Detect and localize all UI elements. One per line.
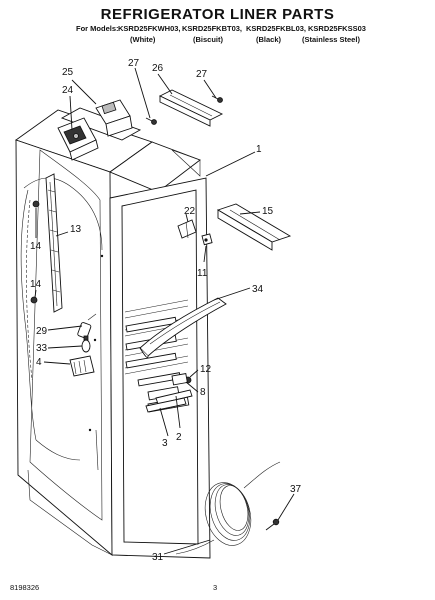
liner-cabinet [15,107,211,559]
part-24-control-housing [57,117,99,161]
part-11-clip [201,233,213,246]
callout-14-lower: 14 [30,279,42,290]
callout-37: 37 [290,484,302,495]
callout-3: 3 [162,438,168,449]
callout-25: 25 [62,67,74,78]
part-2-rail [155,389,193,405]
callout-22: 22 [184,206,196,217]
part-22-bracket [177,219,197,239]
callout-24: 24 [62,85,74,96]
part-27-screw-left [145,117,157,125]
part-3-rail [145,397,187,413]
document-number: 8198326 [10,583,40,592]
part-27-screw-right [211,95,223,103]
variant-stainless: (Stainless Steel) [302,35,360,44]
part-25-control-bracket [95,99,133,137]
part-31-tubing-coil [175,461,281,555]
callout-27-left: 27 [128,58,140,69]
callout-34: 34 [252,284,264,295]
variant-white: (White) [130,35,156,44]
wire-harness [20,177,103,461]
part-37-screw [265,518,280,531]
callout-2: 2 [176,432,182,443]
callout-31: 31 [152,552,164,563]
models-prefix: For Models: [76,24,119,33]
callout-13: 13 [70,224,82,235]
part-33-light-bulb [81,335,91,353]
callout-12: 12 [200,364,212,375]
part-4-switch [69,355,95,377]
part-8-bracket [171,373,188,386]
callout-29: 29 [36,326,48,337]
model-number-white: KSRD25FKWH03, [118,24,181,33]
page-number: 3 [213,583,218,592]
part-14-screw-upper [32,200,40,208]
callout-26: 26 [152,63,164,74]
callout-14-upper: 14 [30,241,42,252]
page-title: REFRIGERATOR LINER PARTS [100,6,335,23]
callout-15: 15 [262,206,274,217]
part-13-light-strip [45,173,63,313]
part-34-shield [139,297,227,359]
part-15-cover [216,203,292,251]
callout-8: 8 [200,387,206,398]
variant-black: (Black) [256,35,282,44]
model-number-stainless: KSRD25FKSS03 [308,24,366,33]
model-number-biscuit: KSRD25FKBT03, [182,24,243,33]
callout-4: 4 [36,357,42,368]
model-number-black: KSRD25FKBL03, [246,24,307,33]
callout-1: 1 [256,144,262,155]
callout-27-right: 27 [196,69,208,80]
callout-33: 33 [36,343,48,354]
variant-biscuit: (Biscuit) [193,35,223,44]
leader-lines [34,67,295,555]
part-26-top-rail [158,89,224,127]
callout-11: 11 [197,268,208,279]
part-14-screw-lower [30,296,38,304]
